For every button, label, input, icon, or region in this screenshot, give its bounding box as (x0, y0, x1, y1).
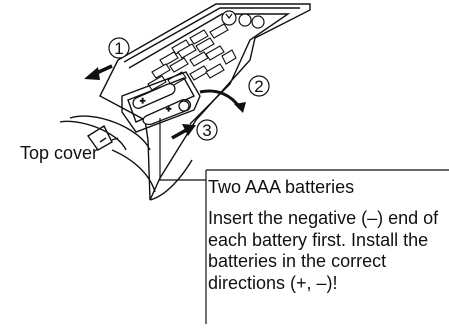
step-3-arrow (171, 124, 196, 140)
step-1-marker: 1 (108, 37, 130, 59)
top-cover (86, 124, 119, 151)
step-1-arrow (84, 64, 113, 80)
battery-callout: Two AAA batteries Insert the negative (–… (206, 170, 442, 294)
callout-leader-line (159, 118, 206, 181)
battery-plus-mark: + (140, 96, 145, 106)
step-2-arrow (199, 89, 246, 113)
top-buttons (221, 10, 265, 29)
battery-left: + (132, 83, 176, 109)
step-2-marker: 2 (248, 75, 270, 97)
step-2-label: 2 (254, 77, 263, 96)
button-grid (147, 23, 237, 91)
callout-body: Insert the negative (–) end of each batt… (208, 208, 439, 293)
battery-right: + (142, 98, 192, 126)
callout-frame (205, 169, 449, 324)
callout-title: Two AAA batteries (208, 177, 355, 197)
step-3-label: 3 (202, 121, 211, 140)
step-3-marker: 3 (196, 119, 218, 141)
step-1-label: 1 (114, 39, 123, 58)
remote-control-body (59, 3, 311, 201)
battery-plus-mark-2: + (166, 104, 171, 114)
top-cover-label: Top cover (20, 143, 99, 163)
batteries: + + (132, 83, 192, 126)
